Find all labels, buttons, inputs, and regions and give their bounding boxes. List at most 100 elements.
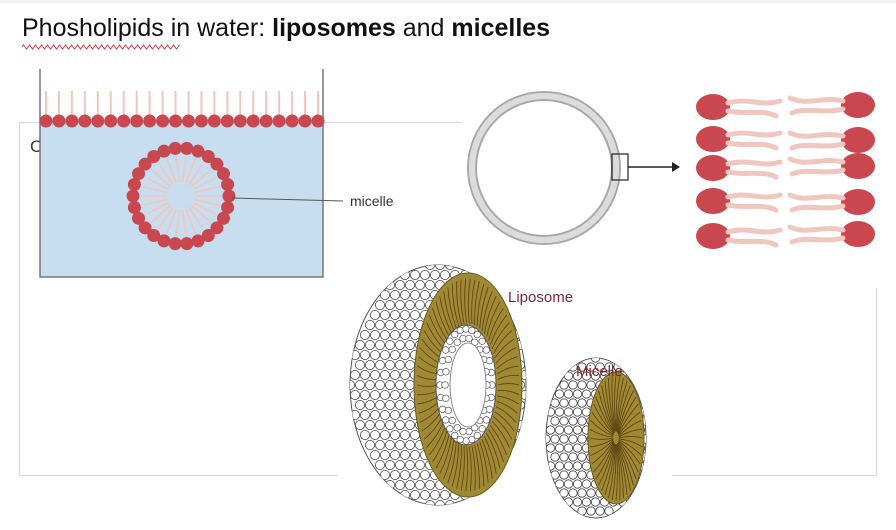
tail-strand [491,420,510,448]
tail-strand [591,411,614,436]
micelle-head [201,229,215,243]
tail-strand [443,439,455,479]
head-bead [389,409,400,420]
head-bead [404,279,415,290]
head-bead [568,380,578,390]
tail-strand [467,278,471,324]
head-bead [379,329,390,340]
micelle-head [127,178,141,192]
micelle-tail [141,185,168,194]
inner-head-bead [451,330,459,339]
bilayer-tail-left [725,98,783,106]
head-bead [369,329,380,340]
title-prefix: Phosholipids in water: [22,14,273,42]
head-bead [559,416,569,426]
monolayer-head [311,114,325,128]
head-bead [568,470,578,480]
head-bead [389,369,400,380]
micelle-head [201,149,215,163]
micelle-tail [190,168,212,188]
tail-strand [447,441,457,483]
head-bead [590,358,601,363]
spellcheck-underline [22,44,180,50]
micelle-head [131,211,145,225]
head-bead [389,389,400,400]
head-bead [364,439,375,450]
head-bead [424,265,435,270]
micelle-3d [545,357,647,519]
head-bead [384,319,395,330]
top-border [0,0,896,3]
head-bead [554,461,565,471]
head-bead [354,399,365,410]
micelle-head [138,157,152,171]
bilayer-tail-right [787,192,846,201]
tail-strand [460,446,465,491]
bilayer-tail-left [725,159,783,167]
head-bead [350,389,360,400]
head-bead [404,439,415,450]
monolayer-head [207,114,221,128]
tail-strand [593,403,614,435]
tail-strand [474,444,480,489]
monolayer-head [156,114,170,128]
tail-strand [590,420,614,437]
monolayer-head [194,114,208,128]
beaker-outline [39,69,324,278]
inner-head-bead [444,406,452,415]
monolayer-head [52,114,66,128]
micelle-head [210,221,224,235]
head-bead [586,380,596,390]
head-bead [379,409,390,420]
micelle-head [221,178,235,192]
tail-strand [496,365,519,375]
head-bead [604,362,614,372]
head-bead [369,409,380,420]
head-bead [590,497,601,507]
tail-strand [615,444,618,501]
bilayer-tail-left [725,108,779,119]
head-bead [350,369,360,380]
tail-strand [608,377,616,432]
title-liposomes: liposomes [272,14,396,42]
inner-head-bead [442,368,450,376]
placeholder-text: C [30,137,43,156]
micelle-tail [145,176,170,191]
tail-strand [615,444,621,501]
head-bead [550,452,560,462]
micelle-head [131,167,145,181]
tail-strand [435,301,450,338]
head-bead [364,399,375,410]
head-bead [409,449,420,460]
head-bead [572,497,583,507]
micelle-tail [185,158,197,184]
head-bead [379,389,390,400]
head-bead [429,269,440,280]
head-bead [354,359,365,370]
head-bead [546,425,556,435]
head-bead [404,379,415,390]
micelle-tail [175,209,181,236]
head-bead [577,398,587,408]
head-bead [399,469,410,480]
head-bead [604,506,614,516]
tail-strand [488,307,504,341]
head-bead [399,449,410,460]
tail-strand [590,439,614,457]
inner-head-bead [442,416,450,424]
head-bead [394,299,405,310]
head-bead [394,419,405,430]
bilayer-head-right [841,127,875,153]
micelle-head [168,141,182,155]
head-bead [359,369,370,380]
head-bead [379,309,390,320]
head-bead [409,269,420,280]
tail-strand [471,445,476,491]
micelle-cross-section [126,141,236,251]
bilayer-tail-left [725,130,783,138]
tail-strand [615,375,621,432]
tail-strand [474,281,480,325]
inner-head-bead [453,424,461,432]
tail-strand [491,322,510,349]
monolayer-head [259,114,273,128]
